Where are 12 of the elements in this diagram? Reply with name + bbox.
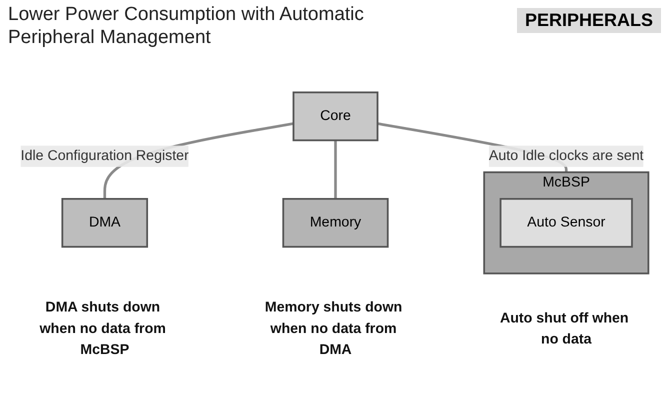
node-label: Auto shut off when no data [500, 310, 629, 348]
diagram-title: Lower Power Consumption with Automatic Peripheral Management [8, 4, 365, 50]
edge-label: Auto Idle clocks are sent [488, 148, 644, 164]
section-label: PERIPHERALS [516, 8, 661, 33]
node-box: DMA [61, 198, 148, 248]
node-box: Core [292, 91, 378, 142]
node-box: Auto Sensor [500, 198, 633, 248]
node-box: Memory [282, 198, 389, 248]
node-label: Memory shuts down when no data from DMA [264, 300, 402, 358]
node-label: DMA shuts down when no data from McBSP [40, 300, 166, 358]
connector [334, 140, 337, 199]
edge-label: Idle Configuration Register [20, 148, 189, 164]
